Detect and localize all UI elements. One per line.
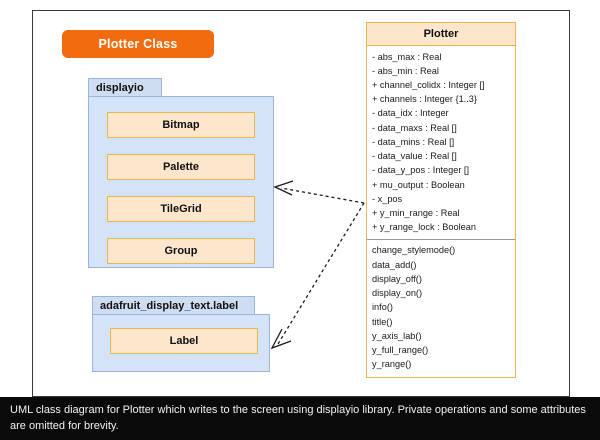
operation-row: data_add()	[372, 259, 417, 270]
operation-row: title()	[372, 316, 393, 327]
class-plotter-name: Plotter	[367, 23, 515, 46]
class-box-group[interactable]: Group	[107, 238, 255, 264]
class-box-tilegrid[interactable]: TileGrid	[107, 196, 255, 222]
attribute-row: - data_maxs : Real []	[372, 122, 457, 133]
package-displayio-tab: displayio	[88, 78, 162, 97]
attribute-row: + y_range_lock : Boolean	[372, 222, 476, 233]
attribute-row: + channels : Integer {1..3}	[372, 94, 477, 105]
package-adafruit-display-text-label-tab: adafruit_display_text.label	[92, 296, 255, 315]
plotter-class-title-pill: Plotter Class	[62, 30, 214, 58]
operation-row: info()	[372, 302, 393, 313]
package-adafruit-display-text-label: adafruit_display_text.label Label	[92, 296, 270, 372]
attribute-row: - abs_max : Real	[372, 51, 442, 62]
figure-caption: UML class diagram for Plotter which writ…	[0, 397, 600, 440]
class-box-label[interactable]: Label	[110, 328, 258, 354]
attribute-row: - x_pos	[372, 193, 403, 204]
attribute-row: + channel_colidx : Integer []	[372, 80, 485, 91]
attribute-row: - data_value : Real []	[372, 151, 457, 162]
attribute-row: - abs_min : Real	[372, 65, 439, 76]
operation-row: display_on()	[372, 288, 423, 299]
class-box-group-label: Group	[164, 245, 198, 257]
operation-row: display_off()	[372, 273, 422, 284]
class-plotter-operations: change_stylemode() data_add() display_of…	[367, 240, 515, 377]
operation-row: y_range()	[372, 359, 412, 370]
class-box-palette-label: Palette	[162, 161, 200, 173]
attribute-row: + mu_output : Boolean	[372, 179, 465, 190]
attribute-row: - data_mins : Real []	[372, 136, 455, 147]
class-box-label-label: Label	[169, 335, 199, 347]
class-box-bitmap[interactable]: Bitmap	[107, 112, 255, 138]
class-plotter[interactable]: Plotter - abs_max : Real - abs_min : Rea…	[366, 22, 516, 378]
attribute-row: - data_idx : Integer	[372, 108, 449, 119]
operation-row: y_full_range()	[372, 344, 429, 355]
operation-row: y_axis_lab()	[372, 330, 422, 341]
class-box-tilegrid-label: TileGrid	[160, 203, 202, 215]
package-displayio: displayio Bitmap Palette TileGrid Group	[88, 78, 274, 268]
class-box-palette[interactable]: Palette	[107, 154, 255, 180]
attribute-row: - data_y_pos : Integer []	[372, 165, 470, 176]
operation-row: change_stylemode()	[372, 245, 456, 256]
class-plotter-attributes: - abs_max : Real - abs_min : Real + chan…	[367, 46, 515, 240]
attribute-row: + y_min_range : Real	[372, 208, 460, 218]
class-box-bitmap-label: Bitmap	[162, 119, 200, 131]
